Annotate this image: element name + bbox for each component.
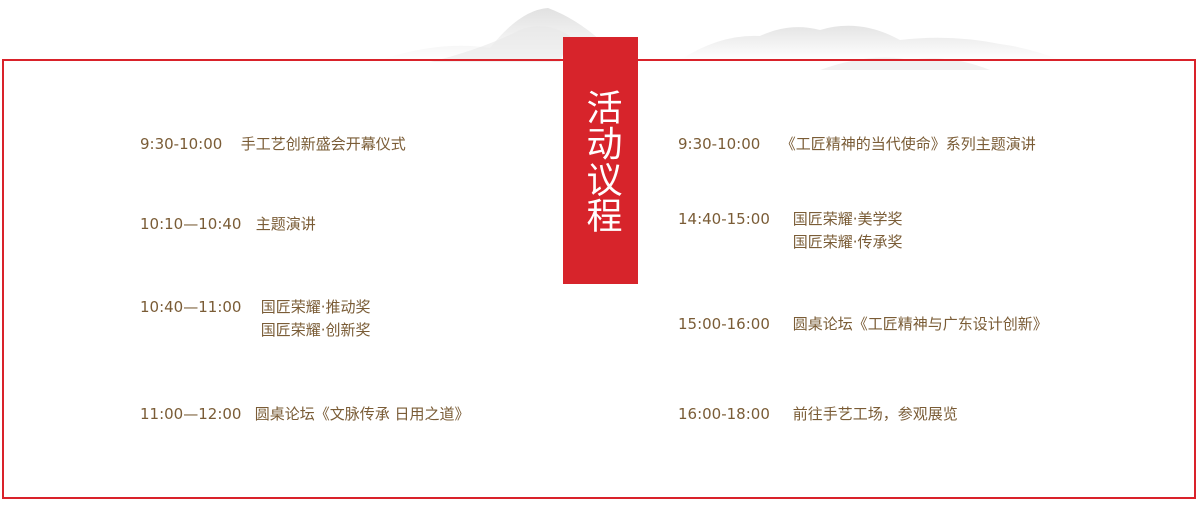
agenda-text: 圆桌论坛《工匠精神与广东设计创新》 bbox=[792, 315, 1048, 333]
agenda-time: 16:00-18:00 bbox=[678, 405, 770, 423]
agenda-text: 国匠荣耀·推动奖 bbox=[260, 298, 371, 316]
agenda-time: 9:30-10:00 bbox=[140, 135, 223, 153]
mountain-decoration bbox=[380, 8, 1060, 70]
agenda-text: 主题演讲 bbox=[255, 215, 316, 233]
agenda-time: 15:00-16:00 bbox=[678, 315, 770, 333]
agenda-text: 国匠荣耀·传承奖 bbox=[792, 233, 903, 251]
agenda-item: 10:10—10:40 主题演讲 bbox=[140, 213, 316, 236]
agenda-item: 15:00-16:00 圆桌论坛《工匠精神与广东设计创新》 bbox=[678, 313, 1048, 336]
page-title: 活动议程 bbox=[580, 88, 622, 233]
agenda-text: 手工艺创新盛会开幕仪式 bbox=[240, 135, 406, 153]
agenda-time: 10:40—11:00 bbox=[140, 298, 242, 316]
agenda-text: 国匠荣耀·创新奖 bbox=[260, 321, 371, 339]
agenda-text: 《工匠精神的当代使命》系列主题演讲 bbox=[780, 135, 1036, 153]
agenda-item: 9:30-10:00 手工艺创新盛会开幕仪式 bbox=[140, 133, 406, 156]
title-banner: 活动议程 bbox=[563, 37, 638, 284]
agenda-text: 前往手艺工场，参观展览 bbox=[792, 405, 958, 423]
agenda-time: 14:40-15:00 bbox=[678, 210, 770, 228]
agenda-time: 10:10—10:40 bbox=[140, 215, 242, 233]
agenda-item: 16:00-18:00 前往手艺工场，参观展览 bbox=[678, 403, 958, 426]
agenda-time: 9:30-10:00 bbox=[678, 135, 761, 153]
agenda-item: 10:40—11:00 国匠荣耀·推动奖 国匠荣耀·创新奖 bbox=[140, 296, 371, 342]
agenda-item: 14:40-15:00 国匠荣耀·美学奖 国匠荣耀·传承奖 bbox=[678, 208, 903, 254]
agenda-item: 9:30-10:00 《工匠精神的当代使命》系列主题演讲 bbox=[678, 133, 1036, 156]
agenda-text: 国匠荣耀·美学奖 bbox=[792, 210, 903, 228]
agenda-text: 圆桌论坛《文脉传承 日用之道》 bbox=[254, 405, 470, 423]
agenda-time: 11:00—12:00 bbox=[140, 405, 242, 423]
agenda-item: 11:00—12:00 圆桌论坛《文脉传承 日用之道》 bbox=[140, 403, 470, 426]
